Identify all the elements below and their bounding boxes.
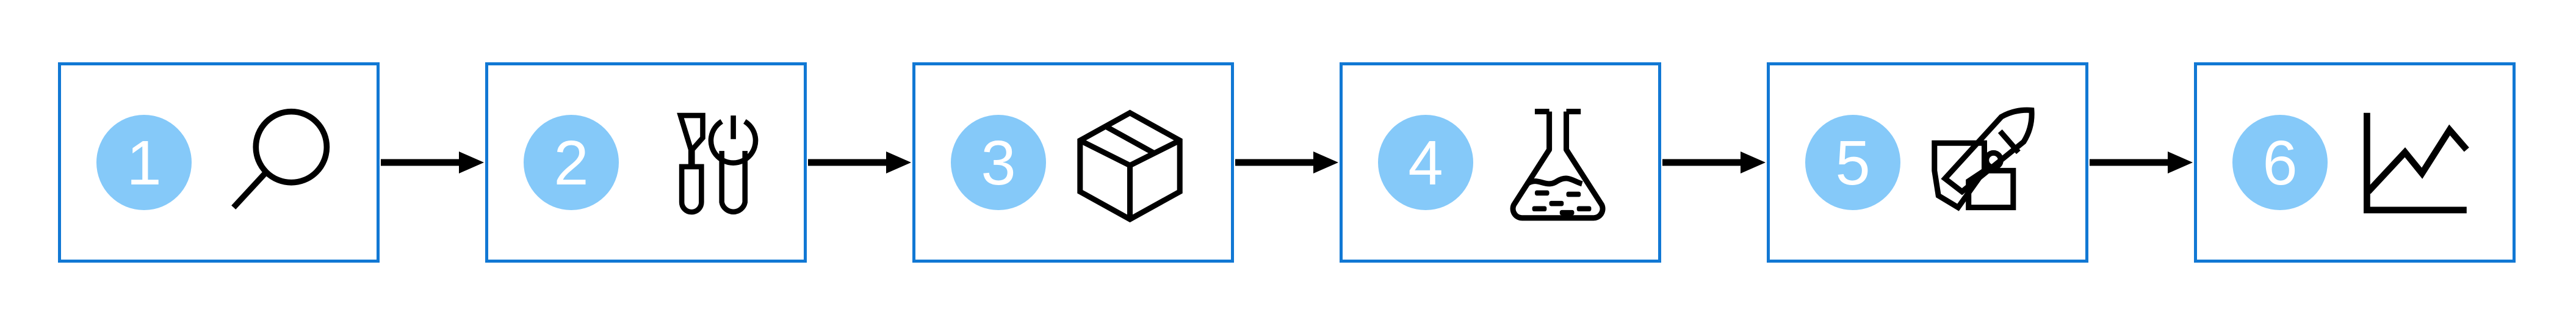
step-box-4[interactable]: 4 — [1340, 62, 1661, 263]
step-number-badge-6: 6 — [2232, 115, 2328, 210]
step-unit-6: 6 — [2194, 62, 2516, 263]
step-unit-1: 1 — [58, 62, 485, 263]
step-unit-5: 5 — [1767, 62, 2194, 263]
arrow-4-to-5 — [1661, 62, 1767, 263]
step-number-badge-2: 2 — [524, 115, 619, 210]
tools-icon — [637, 97, 768, 228]
step-box-1[interactable]: 1 — [58, 62, 380, 263]
line-chart-icon — [2346, 97, 2477, 228]
arrow-1-to-2 — [380, 62, 485, 263]
step-number-badge-5: 5 — [1805, 115, 1900, 210]
package-box-icon — [1064, 97, 1196, 228]
flask-icon — [1492, 97, 1623, 228]
step-box-6[interactable]: 6 — [2194, 62, 2516, 263]
arrow-3-to-4 — [1234, 62, 1340, 263]
step-box-3[interactable]: 3 — [912, 62, 1234, 263]
arrow-2-to-3 — [807, 62, 912, 263]
step-box-5[interactable]: 5 — [1767, 62, 2088, 263]
step-unit-3: 3 — [912, 62, 1340, 263]
step-number-badge-4: 4 — [1378, 115, 1473, 210]
step-unit-4: 4 — [1340, 62, 1767, 263]
magnifier-icon — [210, 97, 341, 228]
step-number-badge-3: 3 — [951, 115, 1046, 210]
step-number-badge-1: 1 — [96, 115, 192, 210]
rocket-icon — [1919, 97, 2050, 228]
arrow-5-to-6 — [2088, 62, 2194, 263]
step-unit-2: 2 — [485, 62, 912, 263]
step-box-2[interactable]: 2 — [485, 62, 807, 263]
